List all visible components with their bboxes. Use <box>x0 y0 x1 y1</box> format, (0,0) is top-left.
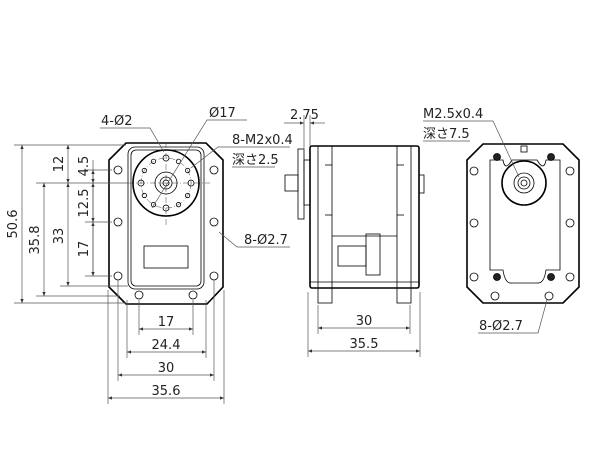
horn-hole <box>187 179 195 187</box>
horn-hole <box>162 204 170 212</box>
horn-hole <box>141 192 147 199</box>
side-connector <box>337 245 367 267</box>
callout-horn-holes: 4-Ø2 <box>101 114 132 129</box>
callout-tap-depth: 深さ2.5 <box>232 153 279 168</box>
front-mount-holes <box>113 165 219 300</box>
horn-hole <box>185 192 191 199</box>
horn-hole <box>162 154 170 162</box>
callout-mount-holes-back: 8-Ø2.7 <box>479 319 523 334</box>
side-right-bracket <box>396 145 412 304</box>
dim-4-5: 4.5 <box>77 156 92 177</box>
side-dimension-lines <box>284 115 421 357</box>
back-cover-outline <box>489 159 561 284</box>
mount-hole <box>469 272 479 282</box>
mount-hole <box>113 271 123 281</box>
mount-hole <box>490 291 500 301</box>
back-bearing-boss <box>501 160 547 206</box>
front-housing-outline <box>108 142 224 305</box>
mount-hole <box>565 166 575 176</box>
dim-12-5: 12.5 <box>77 189 92 218</box>
front-horizontal-dimension-lines <box>107 280 225 404</box>
callout-back-tap-thread: M2.5x0.4 <box>423 107 483 122</box>
horn-hole <box>185 167 191 174</box>
front-view <box>108 142 224 305</box>
dim-2-75: 2.75 <box>290 108 319 123</box>
side-body <box>309 145 420 289</box>
dim-33: 33 <box>52 228 67 245</box>
dim-35-5: 35.5 <box>350 337 379 352</box>
side-shaft <box>284 174 299 192</box>
screw <box>547 273 555 281</box>
dim-12: 12 <box>52 156 67 173</box>
front-vertical-dimension-lines <box>14 144 128 304</box>
back-mount-holes <box>469 166 575 301</box>
mount-hole <box>188 290 198 300</box>
mount-hole <box>209 271 219 281</box>
screw <box>493 153 501 161</box>
horn-hole <box>175 202 182 208</box>
dim-35-8: 35.8 <box>28 226 43 255</box>
callout-mount-holes-front: 8-Ø2.7 <box>244 233 288 248</box>
label-plate <box>143 245 189 269</box>
dim-17-horizontal: 17 <box>158 315 175 330</box>
mount-hole <box>544 291 554 301</box>
callout-tap-thread: 8-M2x0.4 <box>232 133 293 148</box>
horn-hole <box>150 202 157 208</box>
horn-hole <box>175 158 182 164</box>
mount-hole <box>469 218 479 228</box>
screw <box>547 153 555 161</box>
horn-holes <box>137 154 195 212</box>
mount-hole <box>113 217 123 227</box>
mount-hole <box>209 217 219 227</box>
mount-hole <box>134 290 144 300</box>
callout-horn-diameter: Ø17 <box>209 106 236 121</box>
mount-hole <box>565 218 575 228</box>
dim-17-vertical: 17 <box>77 241 92 258</box>
callout-back-tap-depth: 深さ7.5 <box>423 127 470 142</box>
back-housing-outline <box>466 143 580 304</box>
front-leader-lines <box>100 119 290 248</box>
dim-35-6: 35.6 <box>152 384 181 399</box>
mount-hole <box>565 272 575 282</box>
dim-30-front: 30 <box>158 361 175 376</box>
back-view <box>466 143 580 304</box>
mount-hole <box>113 165 123 175</box>
horn-hole <box>137 179 145 187</box>
mount-hole <box>209 165 219 175</box>
side-horn-flange <box>297 148 305 220</box>
dim-50-6: 50.6 <box>6 210 21 239</box>
side-view <box>284 145 425 304</box>
horn-circle <box>132 149 200 217</box>
dim-24-4: 24.4 <box>152 338 181 353</box>
side-left-bracket <box>317 145 333 304</box>
screw <box>493 273 501 281</box>
horn-hole <box>150 158 157 164</box>
horn-hole <box>141 167 147 174</box>
dim-30-side: 30 <box>356 314 373 329</box>
mount-hole <box>469 166 479 176</box>
back-cover-screws <box>493 153 555 281</box>
back-leader-lines <box>423 120 548 334</box>
